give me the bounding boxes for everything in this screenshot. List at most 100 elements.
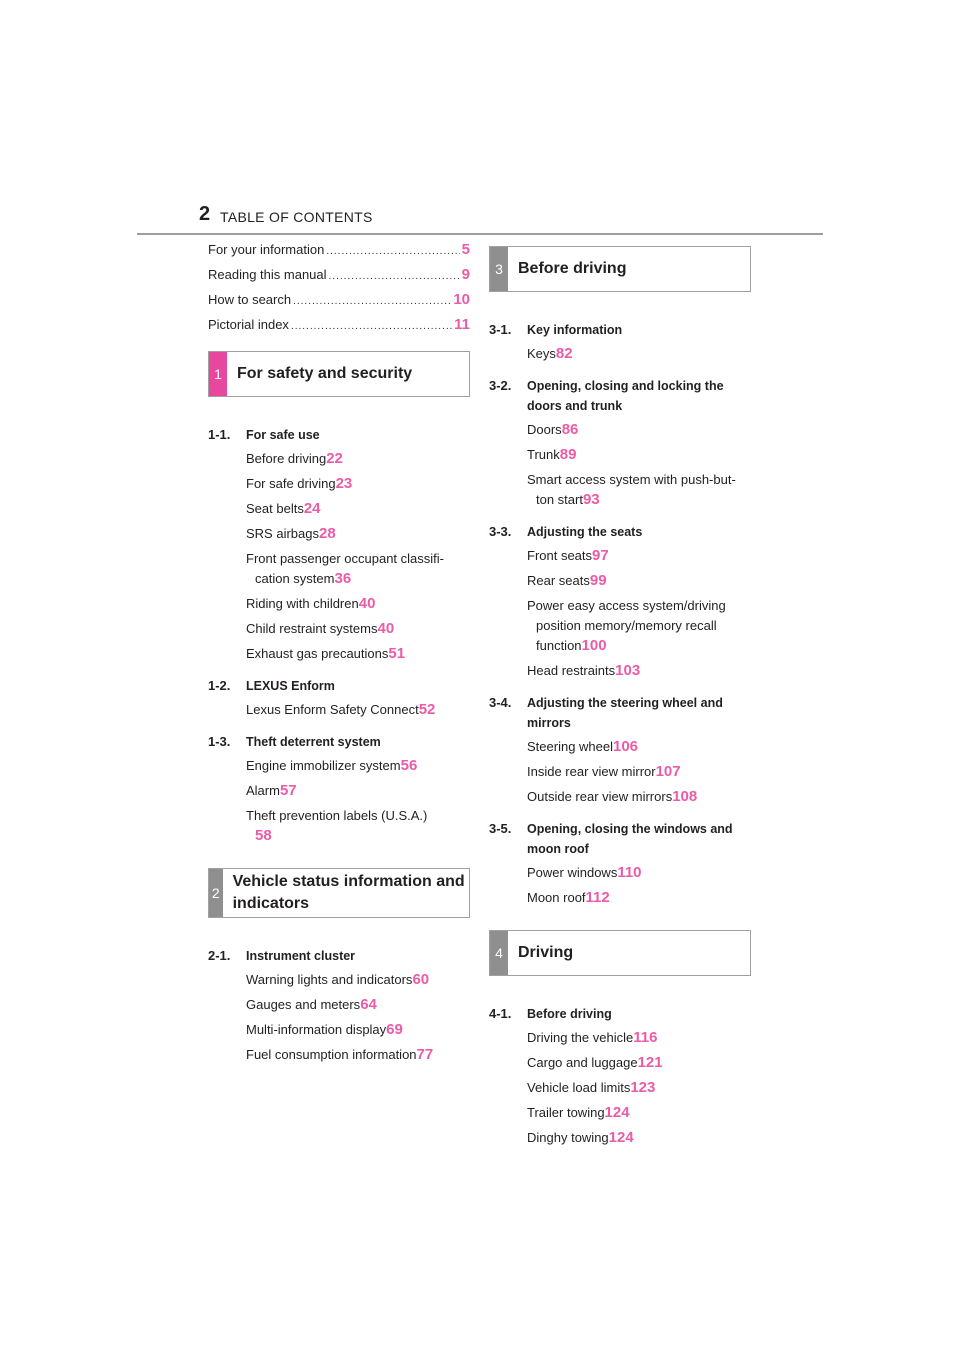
page-link[interactable]: 60	[412, 971, 430, 988]
entry-title: Before driving	[246, 451, 327, 466]
page-link[interactable]: 106	[613, 738, 639, 755]
entry-title: Theft prevention labels (U.S.A.)	[246, 808, 428, 823]
entry-title: Multi-information display	[246, 1022, 387, 1037]
toc-entry[interactable]: Front passenger occupant classifi-cation…	[208, 549, 470, 589]
page-link[interactable]: 123	[630, 1079, 656, 1096]
page-link[interactable]: 11	[454, 316, 470, 333]
page-link[interactable]: 52	[418, 701, 436, 718]
page-link[interactable]: 86	[561, 421, 579, 438]
header-rule	[137, 233, 823, 235]
entry-title: Power windows	[527, 865, 618, 880]
page-link[interactable]: 97	[592, 547, 609, 564]
page-link[interactable]: 82	[555, 345, 573, 362]
entry-title: Front passenger occupant classifi-	[246, 551, 444, 566]
page-link[interactable]: 57	[279, 782, 297, 799]
page-link[interactable]: 124	[608, 1129, 634, 1146]
page-link[interactable]: 77	[416, 1046, 434, 1063]
page-link[interactable]: 69	[386, 1021, 403, 1038]
page-link[interactable]: 99	[589, 572, 607, 589]
page-link[interactable]: 110	[617, 864, 642, 881]
page-link[interactable]: 100	[581, 637, 607, 654]
page-link[interactable]: 56	[400, 757, 418, 774]
page-link[interactable]: 40	[358, 595, 376, 612]
intro-entry[interactable]: Pictorial index 11	[208, 315, 470, 337]
page-link[interactable]: 107	[655, 763, 681, 780]
page-link[interactable]: 23	[335, 475, 353, 492]
toc-line: How to search10	[208, 290, 470, 312]
page-link[interactable]: 116	[633, 1029, 658, 1046]
page-link[interactable]: 28	[318, 525, 336, 542]
entry-title: Riding with children	[246, 596, 359, 611]
page-link[interactable]: 124	[604, 1104, 630, 1121]
page-link[interactable]: 22	[326, 450, 343, 467]
page-link[interactable]: 121	[637, 1054, 663, 1071]
subsection-heading: 4-1.Before driving	[489, 1004, 751, 1024]
entry-title: For your information	[208, 242, 325, 257]
page-link[interactable]: 112	[585, 889, 610, 906]
page-link[interactable]: 5	[461, 241, 470, 258]
page-link[interactable]: 10	[453, 291, 470, 308]
subsection-heading: 3-5.Opening, closing the windows and moo…	[489, 819, 751, 859]
entry-title: Warning lights and indicators	[246, 972, 413, 987]
page-link[interactable]: 9	[461, 266, 470, 283]
page-link[interactable]: 89	[559, 446, 577, 463]
page-link[interactable]: 103	[615, 662, 641, 679]
toc-entry[interactable]: Theft prevention labels (U.S.A.) 58	[208, 806, 470, 846]
page-link[interactable]: 93	[582, 491, 600, 508]
page-link[interactable]: 58	[255, 827, 272, 844]
subsection-name: LEXUS Enform	[246, 679, 335, 693]
section-number-tab: 3	[490, 247, 508, 291]
intro-entry[interactable]: For your information 5	[208, 240, 470, 262]
page-link[interactable]: 24	[303, 500, 321, 517]
entry-title: Rear seats	[527, 573, 590, 588]
subsection-number: 1-1.	[208, 427, 231, 442]
intro-entry[interactable]: How to search10	[208, 290, 470, 312]
page-link[interactable]: 64	[360, 996, 377, 1013]
entry-title: Pictorial index	[208, 317, 289, 332]
leader-dots	[329, 267, 460, 287]
page-link[interactable]: 36	[334, 570, 352, 587]
toc-entry[interactable]: Smart access system with push-but-ton st…	[489, 470, 751, 510]
page-link[interactable]: 51	[388, 645, 406, 662]
page-link[interactable]: 108	[672, 788, 698, 805]
intro-entry[interactable]: Reading this manual9	[208, 265, 470, 287]
page-link[interactable]: 40	[377, 620, 395, 637]
